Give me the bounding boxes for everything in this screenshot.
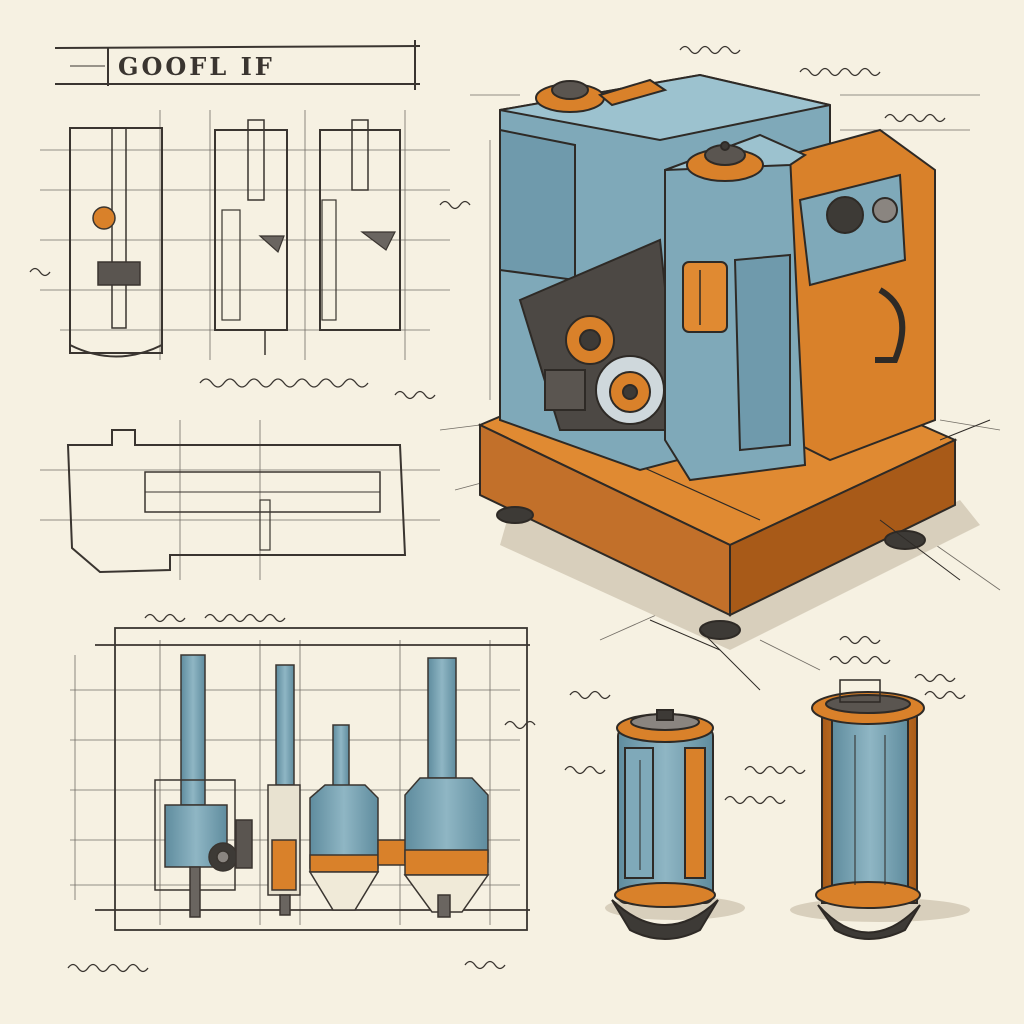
cylinder-tank-icon bbox=[790, 679, 970, 940]
cylinder-tank-icon bbox=[605, 709, 745, 940]
plan-view bbox=[40, 420, 440, 580]
sketch-notes bbox=[29, 45, 966, 973]
piston-column-icon bbox=[267, 664, 301, 916]
elevation-views bbox=[40, 110, 450, 360]
component-views bbox=[70, 627, 530, 931]
piston-column-icon bbox=[403, 657, 490, 918]
machine-illustration bbox=[439, 73, 1001, 691]
title-frame bbox=[54, 40, 421, 90]
piston-column-icon bbox=[154, 654, 253, 918]
sheet-title: GOOFL IF bbox=[118, 52, 275, 81]
piston-column-icon bbox=[308, 724, 407, 911]
